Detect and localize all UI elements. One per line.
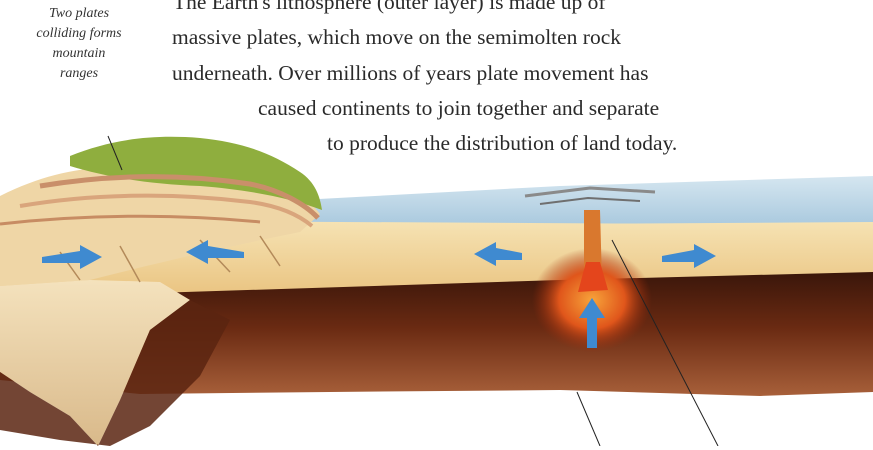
- caption-line: Two plates: [0, 4, 158, 24]
- intro-line: underneath. Over millions of years plate…: [172, 59, 648, 88]
- mountain-caption: Two plates colliding forms mountain rang…: [0, 4, 158, 84]
- intro-line: massive plates, which move on the semimo…: [172, 23, 621, 52]
- caption-line: mountain: [0, 44, 158, 64]
- caption-line: colliding forms: [0, 24, 158, 44]
- intro-line: to produce the distribution of land toda…: [327, 129, 677, 158]
- intro-line: The Earth's lithosphere (outer layer) is…: [173, 0, 606, 17]
- caption-line: ranges: [0, 64, 158, 84]
- intro-line: caused continents to join together and s…: [258, 94, 659, 123]
- pointer-line-mantle: [577, 392, 600, 446]
